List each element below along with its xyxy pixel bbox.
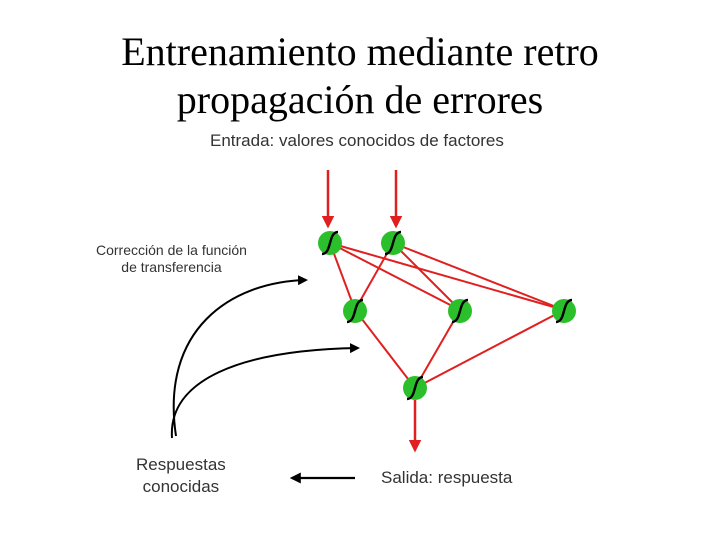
feedback-arrow-lower [170,343,360,439]
connection [354,309,416,389]
correction-label: Corrección de la función de transferenci… [96,242,247,276]
sigmoid-icon [451,298,469,324]
input-label: Entrada: valores conocidos de factores [210,131,504,150]
known-responses-label: Respuestas conocidas [136,454,226,498]
connection [392,242,461,311]
known-responses-line-1: Respuestas [136,455,226,474]
neuron [318,230,342,256]
sigmoid-icon [555,298,573,324]
sigmoid-icon [346,298,364,324]
sigmoid-icon [406,375,424,401]
connection [392,242,565,311]
title-line-2: propagación de errores [176,77,544,122]
title-line-1: Entrenamiento mediante retro [121,29,599,74]
neuron [343,298,367,324]
sigmoid-icon [384,230,402,256]
neuron [403,375,427,401]
feedback-arrow-upper [172,275,308,437]
sigmoid-icon [321,230,339,256]
connection [329,242,565,311]
output-label: Salida: respuesta [381,468,513,487]
connection [329,242,461,311]
correction-label-line-2: de transferencia [121,259,222,275]
neuron [448,298,472,324]
connections-input-hidden [329,242,565,311]
connection [414,309,565,389]
known-responses-line-2: conocidas [142,477,220,496]
page-title: Entrenamiento mediante retro propagación… [0,28,720,124]
neuron [552,298,576,324]
neuron [381,230,405,256]
correction-label-line-1: Corrección de la función [96,242,247,258]
